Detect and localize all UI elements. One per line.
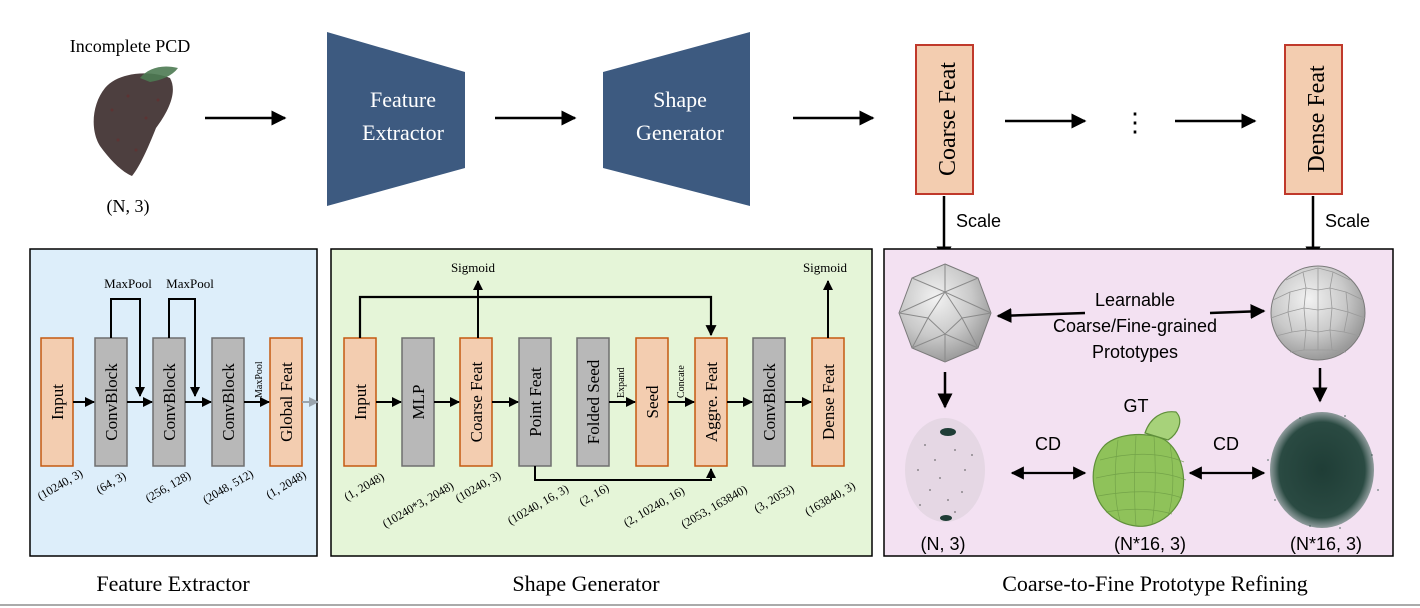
fe-block-convblock-1-label: ConvBlock	[102, 363, 121, 441]
sg-caption: Shape Generator	[512, 571, 660, 596]
fe-block-convblock-2	[152, 337, 186, 467]
dense-point-cloud	[1267, 412, 1379, 529]
proto-caption: Coarse-to-Fine Prototype Refining	[1002, 571, 1308, 596]
fe-maxpool-label-1: MaxPool	[104, 276, 152, 291]
fine-prototype-sphere	[1270, 265, 1366, 361]
sg-block-dense-feat	[811, 337, 845, 467]
learnable-line3: Prototypes	[1092, 342, 1178, 362]
coarse-feat-box	[915, 44, 974, 195]
fe-maxpool-label-2: MaxPool	[166, 276, 214, 291]
incomplete-pcd-label: Incomplete PCD	[70, 36, 190, 56]
sparse-point-cloud	[905, 418, 985, 522]
sg-block-seed-label: Seed	[643, 385, 662, 419]
sg-block-aggre-feat-label: Aggre. Feat	[702, 362, 721, 443]
sg-bottom-path	[534, 466, 716, 481]
input-shape-label: (N, 3)	[107, 196, 150, 217]
fe-block-input	[40, 337, 74, 467]
gt-point-cloud	[1092, 411, 1187, 527]
sg-block-point-feat	[518, 337, 552, 467]
sg-block-dense-feat-label: Dense Feat	[819, 364, 838, 440]
dense-feat-box	[1284, 44, 1343, 195]
fe-maxpool-loop-1	[110, 298, 145, 397]
sg-block-coarse-feat	[459, 337, 493, 467]
sg-block-input-label: Input	[351, 384, 370, 420]
shape-generator-line1: Shape	[653, 87, 707, 112]
sg-block-mlp-label: MLP	[409, 385, 428, 420]
learnable-line1: Learnable	[1095, 290, 1175, 310]
fe-caption: Feature Extractor	[96, 571, 250, 596]
fe-block-global-feat-label: Global Feat	[277, 362, 296, 442]
sg-skip-input-to-aggre	[358, 295, 717, 338]
proto-dim-1: (N, 3)	[921, 534, 966, 554]
sg-expand-label: Expand	[616, 367, 627, 398]
shape-generator-trapezoid	[603, 32, 750, 206]
proto-dim-2: (N*16, 3)	[1114, 534, 1186, 554]
feature-extractor-line1: Feature	[370, 87, 436, 112]
scale-left-label: Scale	[956, 211, 1001, 231]
sg-block-convblock	[752, 337, 786, 467]
cd-right-label: CD	[1213, 434, 1239, 454]
fe-maxpool-loop-2	[168, 298, 200, 397]
fe-block-convblock-1	[94, 337, 128, 467]
fe-block-convblock-2-label: ConvBlock	[160, 363, 179, 441]
cd-left-label: CD	[1035, 434, 1061, 454]
sg-sigmoid-right: Sigmoid	[803, 260, 848, 275]
gt-label: GT	[1124, 396, 1149, 416]
sg-block-convblock-label: ConvBlock	[760, 363, 779, 441]
proto-dim-3: (N*16, 3)	[1290, 534, 1362, 554]
sg-block-aggre-feat	[694, 337, 728, 467]
feature-extractor-line2: Extractor	[362, 120, 445, 145]
fe-block-convblock-3-label: ConvBlock	[219, 363, 238, 441]
sg-sigmoid-left: Sigmoid	[451, 260, 496, 275]
arrow-learnable-left	[996, 308, 1086, 324]
sg-block-coarse-feat-label: Coarse Feat	[467, 361, 486, 442]
coarse-prototype-sphere	[898, 263, 992, 363]
sg-block-mlp	[401, 337, 435, 467]
coarse-feat-label: Coarse Feat	[935, 62, 961, 176]
sg-block-point-feat-label: Point Feat	[526, 367, 545, 437]
feature-extractor-trapezoid	[327, 32, 465, 206]
sg-block-folded-seed-label: Folded Seed	[584, 359, 603, 444]
arrow-learnable-right	[1209, 304, 1266, 319]
fe-maxpool-small: MaxPool	[254, 361, 265, 398]
sg-blocks: Input MLP Coarse Feat Point Feat Folded …	[343, 337, 845, 467]
ellipsis: ⋮	[1122, 108, 1148, 137]
learnable-line2: Coarse/Fine-grained	[1053, 316, 1217, 336]
shape-generator-line2: Generator	[636, 120, 725, 145]
incomplete-point-cloud	[93, 66, 178, 176]
dense-feat-label: Dense Feat	[1304, 65, 1330, 173]
scale-right-label: Scale	[1325, 211, 1370, 231]
fe-block-input-label: Input	[48, 384, 67, 420]
sg-block-seed	[635, 337, 669, 467]
sg-block-input	[343, 337, 377, 467]
sg-concate-label: Concate	[676, 365, 687, 398]
